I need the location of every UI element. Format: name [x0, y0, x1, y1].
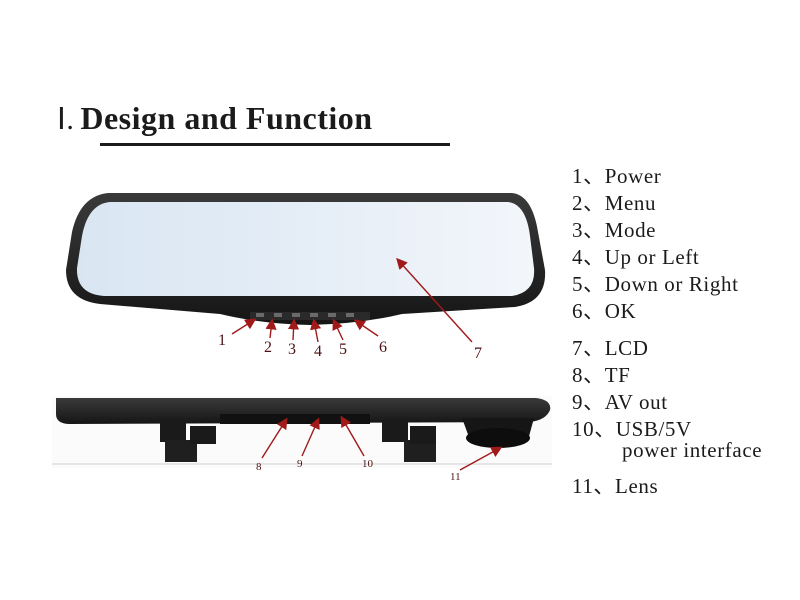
callout-6: 6 [379, 339, 387, 356]
callout-11: 11 [450, 471, 461, 483]
callout-9: 9 [297, 458, 303, 470]
left-mount-c [190, 426, 216, 444]
arrow-6 [353, 319, 379, 337]
callout-5: 5 [339, 341, 347, 358]
legend-item-mode: 3、Mode [572, 218, 657, 242]
legend-item-up-left: 4、Up or Left [572, 245, 700, 269]
callout-3: 3 [288, 341, 296, 358]
heading-underline [100, 143, 450, 146]
left-mount-b [165, 440, 197, 462]
legend-item-lens: 11、Lens [572, 474, 659, 498]
arrow-1 [231, 318, 257, 335]
callout-1: 1 [218, 332, 226, 349]
arrow-7 [396, 257, 473, 343]
legend-item-usb: 10、USB/5V [572, 417, 692, 441]
legend-item-menu: 2、Menu [572, 191, 657, 215]
arrow-9 [301, 417, 320, 457]
lcd-screen [76, 202, 535, 296]
legend-item-ok: 6、OK [572, 299, 637, 323]
arrow-2 [265, 318, 277, 339]
arrow-8 [261, 417, 288, 459]
callout-2: 2 [264, 339, 272, 356]
legend-item-lcd: 7、LCD [572, 336, 649, 360]
right-mount-b [404, 440, 436, 462]
arrow-4 [310, 318, 322, 343]
slot-strip [220, 414, 370, 424]
down-button [328, 313, 336, 317]
power-button [256, 313, 264, 317]
right-mount-c [410, 426, 436, 444]
callout-arrows [231, 257, 503, 471]
section-number: Ⅰ. [57, 103, 75, 136]
menu-button [274, 313, 282, 317]
callout-8: 8 [256, 461, 262, 473]
callout-7: 7 [474, 345, 482, 362]
mode-button [292, 313, 300, 317]
bottom-housing [56, 398, 551, 424]
legend-item-power: 1、Power [572, 164, 662, 188]
lens [466, 428, 530, 448]
left-mount-a [160, 420, 186, 442]
section-title: Design and Function [80, 100, 373, 136]
callout-4: 4 [314, 343, 322, 360]
up-button [310, 313, 318, 317]
legend-item-usb-detail: power interface [622, 438, 763, 462]
section-heading: Ⅰ.Design and Function [57, 100, 373, 137]
legend-item-tf: 8、TF [572, 363, 631, 387]
arrow-10 [340, 415, 365, 457]
callout-10: 10 [362, 458, 374, 470]
arrow-5 [332, 318, 344, 341]
arrow-11 [459, 446, 503, 471]
mirror-front-view [66, 193, 546, 325]
right-mount-a [382, 420, 408, 442]
legend-item-av-out: 9、AV out [572, 390, 668, 414]
ok-button [346, 313, 354, 317]
arrow-3 [287, 318, 300, 341]
legend-item-down-right: 5、Down or Right [572, 272, 739, 296]
callout-labels: 1 2 3 4 5 6 7 8 9 10 11 [218, 332, 482, 483]
